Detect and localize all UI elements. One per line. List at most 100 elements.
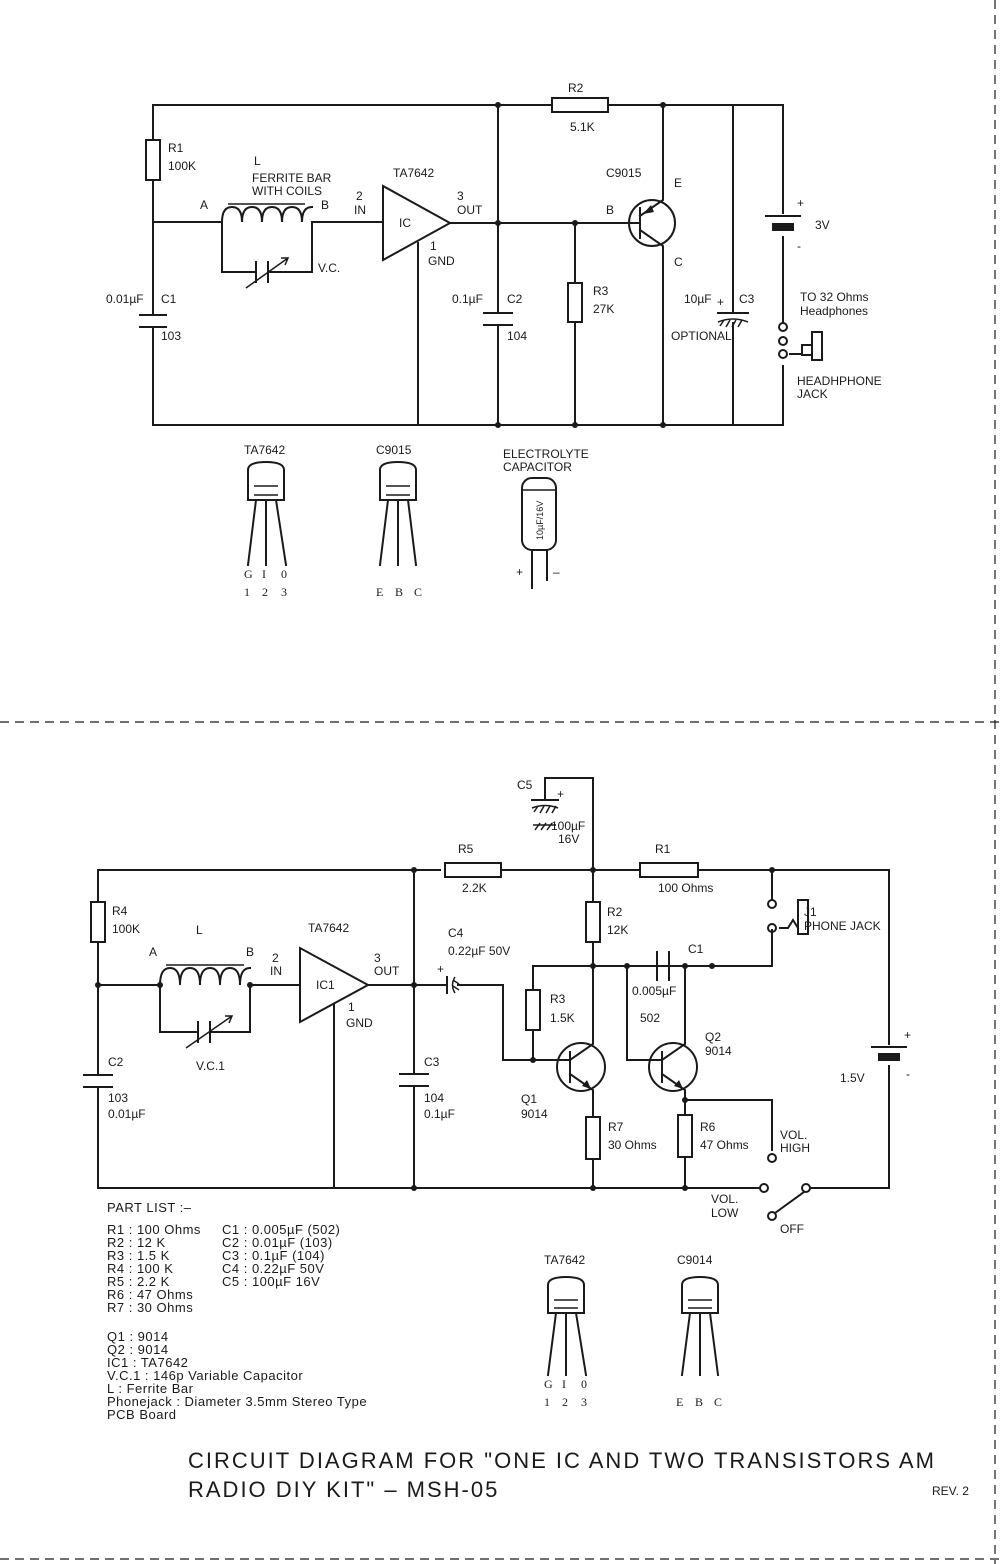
bottom-vc-arrow — [185, 1015, 234, 1049]
top-pin2-label: 2 — [356, 189, 363, 203]
bottom-r2-label: R2 — [607, 905, 623, 919]
top-node-e — [660, 102, 666, 108]
bottom-c3-value2: 0.1µF — [424, 1107, 455, 1121]
bottom-r7-value: 30 Ohms — [608, 1138, 657, 1152]
bottom-q1-legs — [568, 1037, 594, 1118]
bottom-r3-resistor — [525, 989, 541, 1031]
bottom-switch-common — [801, 1183, 811, 1193]
bottom-switch-off — [767, 1211, 777, 1221]
bottom-node-a — [95, 982, 101, 988]
bottom-node-jack — [769, 867, 775, 873]
bottom-c1-value: 0.005µF — [632, 984, 676, 998]
top-node-r2 — [495, 102, 501, 108]
bottom-pkg-q-pin2: B — [695, 1395, 703, 1409]
top-pkg-ta-num2: 2 — [262, 585, 268, 599]
top-ic-name: TA7642 — [393, 166, 434, 180]
top-pkg-ta-pin3: 0 — [281, 567, 287, 581]
bottom-q2-legs — [660, 965, 686, 1116]
bottom-c4-electrolytic — [451, 976, 460, 994]
bottom-jack-contact1 — [767, 899, 777, 909]
top-c3-electrolytic — [717, 318, 749, 328]
diagram-title-line2: RADIO DIY KIT" – MSH-05 — [188, 1477, 499, 1502]
bottom-node-q2c — [682, 963, 688, 969]
top-node-c — [660, 422, 666, 428]
top-jack-contact2 — [778, 336, 788, 346]
part-list-misc-row: Phonejack : Diameter 3.5mm Stereo Type — [107, 1394, 367, 1409]
bottom-coil — [158, 966, 252, 987]
part-list-misc-row: IC1 : TA7642 — [107, 1355, 188, 1370]
top-elec-legs — [531, 549, 548, 589]
bottom-l-label: L — [196, 923, 203, 937]
top-vc-label: V.C. — [318, 261, 340, 275]
top-elec-label2: CAPACITOR — [503, 460, 572, 474]
bottom-pkg-ta-num1: 1 — [544, 1395, 550, 1409]
top-jack-plug — [789, 331, 823, 361]
top-jack-label1: HEADHPHONE — [797, 374, 882, 388]
bottom-pkg-ta-body — [547, 1275, 585, 1314]
top-c1-value2: 103 — [161, 329, 181, 343]
bottom-package-c9014: C9014 E B C — [676, 1253, 722, 1409]
part-list-misc-row: L : Ferrite Bar — [107, 1381, 194, 1396]
top-c3-value: 10µF — [684, 292, 712, 306]
bottom-c3-capacitor — [399, 1073, 429, 1087]
top-pin3-label: 3 — [457, 189, 464, 203]
bottom-r2-value: 12K — [607, 923, 628, 937]
top-c1-value1: 0.01µF — [106, 292, 144, 306]
top-elec-mark: 10µF/16V — [535, 501, 545, 540]
revision-label: REV. 2 — [932, 1484, 969, 1498]
bottom-c4-label: C4 — [448, 926, 464, 940]
top-ic-triangle — [382, 184, 453, 262]
part-list-right-row: C3 : 0.1µF (104) — [222, 1248, 325, 1263]
top-elec-body — [521, 477, 557, 551]
bottom-q1-value: 9014 — [521, 1107, 548, 1121]
part-list: PART LIST :– R1 : 100 Ohms R2 : 12 K R3 … — [107, 1200, 367, 1422]
part-list-left-row: R6 : 47 Ohms — [107, 1287, 193, 1302]
part-list-left-row: R5 : 2.2 K — [107, 1274, 170, 1289]
bottom-q2-circle — [648, 1042, 698, 1092]
top-jack-label2: JACK — [797, 387, 828, 401]
top-pkg-ta-legs — [246, 498, 288, 567]
bottom-c5-value1: 100µF — [551, 819, 585, 833]
bottom-r1-value: 100 Ohms — [658, 881, 713, 895]
bottom-pkg-ta-num3: 3 — [581, 1395, 587, 1409]
top-elec-plus: + — [516, 565, 523, 579]
bottom-r6-label: R6 — [700, 1120, 716, 1134]
bottom-c2-value1: 103 — [108, 1091, 128, 1105]
top-c3-plus: + — [717, 295, 724, 309]
bottom-c4-value: 0.22µF 50V — [448, 944, 510, 958]
top-a-label: A — [200, 198, 208, 212]
bottom-pkg-ta-num2: 2 — [562, 1395, 568, 1409]
top-r1-label: R1 — [168, 141, 184, 155]
bottom-r3-label: R3 — [550, 992, 566, 1006]
top-vc-arrow — [245, 257, 290, 289]
bottom-j1-label: J1 — [804, 905, 817, 919]
top-r1-value: 100K — [168, 159, 196, 173]
bottom-vc-label: V.C.1 — [196, 1059, 225, 1073]
bottom-pkg-ta-pin2: I — [562, 1377, 566, 1391]
part-list-left-row: R2 : 12 K — [107, 1235, 166, 1250]
top-pin1-label: 1 — [430, 239, 437, 253]
bottom-r4-value: 100K — [112, 922, 140, 936]
part-list-misc-row: V.C.1 : 146p Variable Capacitor — [107, 1368, 303, 1383]
part-list-misc-row: Q2 : 9014 — [107, 1342, 169, 1357]
bottom-pkg-q-body — [681, 1275, 719, 1314]
bottom-pin2-label: 2 — [272, 951, 279, 965]
bottom-c5-label: C5 — [517, 778, 533, 792]
top-jack-contact1 — [778, 322, 788, 332]
top-out-label: OUT — [457, 203, 483, 217]
bottom-c5-plus: + — [557, 787, 564, 801]
bottom-jack-plug — [779, 899, 809, 935]
bottom-gnd-label: GND — [346, 1016, 373, 1030]
bottom-c5-wire — [544, 777, 594, 871]
top-batt-plus: + — [797, 196, 804, 210]
top-node-gnd2 — [572, 422, 578, 428]
part-list-right-row: C4 : 0.22µF 50V — [222, 1261, 324, 1276]
top-r1-resistor — [145, 139, 161, 181]
bottom-q1-circle — [556, 1042, 606, 1092]
top-gnd-label: GND — [428, 254, 455, 268]
bottom-r5-resistor — [444, 862, 502, 878]
top-r2-label: R2 — [568, 81, 584, 95]
top-headphone-label2: Headphones — [800, 304, 868, 318]
top-pkg-ta-num1: 1 — [244, 585, 250, 599]
